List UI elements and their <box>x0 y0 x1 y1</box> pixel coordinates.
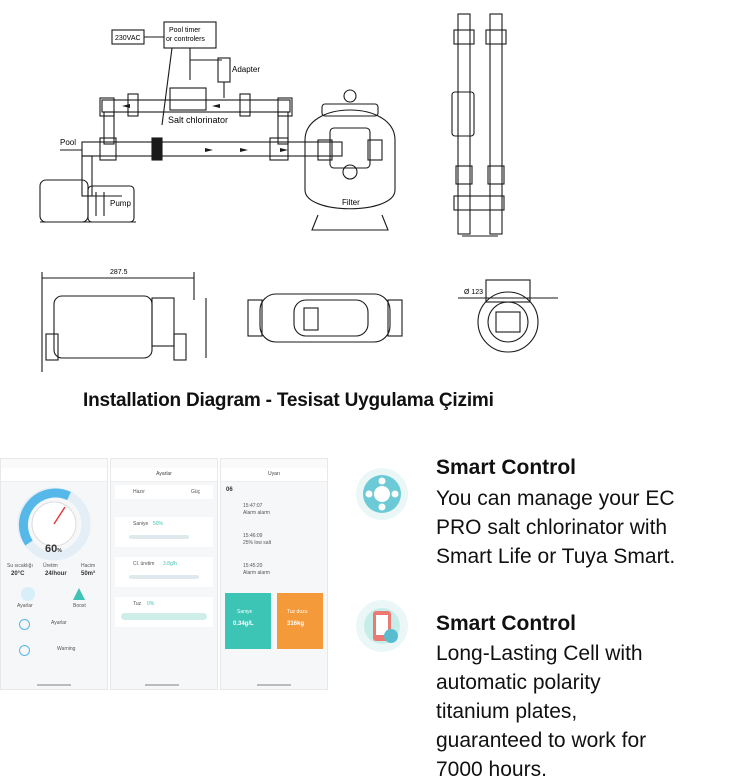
warning1-text: Alarm alarm <box>243 510 270 516</box>
flow-arrows <box>122 104 288 152</box>
salt-card: Saniye 0.34g/L <box>225 593 271 649</box>
pump <box>39 179 89 223</box>
app-screen-warnings: Uyarı 06 15:47:07 Alarm alarm 15:46:09 2… <box>220 458 328 690</box>
stat-temp: 20°C <box>11 571 25 577</box>
side-view-pipe <box>457 13 471 235</box>
phone-wifi-icon <box>356 600 408 652</box>
feature2-line: 7000 hours. <box>436 758 547 781</box>
screen3-header: 06 <box>226 487 233 493</box>
pool-timer-box <box>163 21 217 49</box>
dose-card: Tuz dozu 316kg <box>277 593 323 649</box>
settings-row-3[interactable]: Cl. üretim 3.8g/h <box>115 557 213 587</box>
feature1-title: Smart Control <box>436 456 577 479</box>
feature1-line: PRO salt chlorinator with <box>436 516 668 539</box>
timer-label-1: Pool timer <box>169 27 201 34</box>
warning1-time: 15:47:07 <box>243 503 263 509</box>
screen2-title: Ayarlar <box>111 468 217 482</box>
adapter-box <box>217 57 231 83</box>
app-screen-settings: Ayarlar Hazır Güç Saniye 50% Cl. üretim … <box>110 458 218 690</box>
row3-value: 3.8g/h <box>163 561 177 567</box>
feature2-line: automatic polarity <box>436 671 601 694</box>
row4-label: Tuz <box>133 601 142 607</box>
row4-value: 0% <box>147 601 155 607</box>
diagram-caption: Installation Diagram - Tesisat Uygulama … <box>83 390 494 411</box>
supply-label: 230VAC <box>115 35 141 42</box>
settings-item[interactable]: Ayarlar <box>51 620 67 626</box>
stat-label-prod: Üretim <box>43 563 58 569</box>
feature2-line: titanium plates, <box>436 700 578 723</box>
main-pipe <box>81 141 343 157</box>
bypass-pipe-top <box>101 99 291 113</box>
pool-label: Pool <box>60 138 76 147</box>
button2-label: Boost <box>73 603 86 609</box>
stat-label-temp: Su sıcaklığı <box>7 563 33 569</box>
warning3-time: 15:45:20 <box>243 563 263 569</box>
row2-label: Saniye <box>133 521 149 527</box>
dose-card-label: Tuz dozu <box>287 609 308 615</box>
filter-label: Filter <box>342 198 360 207</box>
stat-label-vol: Hacim <box>81 563 96 569</box>
stat-prod: 24/hour <box>45 571 67 577</box>
feature2-title: Smart Control <box>436 612 577 635</box>
home-indicator <box>257 684 291 686</box>
gear-icon <box>19 619 30 630</box>
salt-card-label: Saniye <box>237 609 253 615</box>
app-screen-home: 60% Su sıcaklığı Üretim Hacim 20°C 24/ho… <box>0 458 108 690</box>
cell-end-view <box>477 291 539 353</box>
salt-card-value: 0.34g/L <box>233 621 254 627</box>
gauge <box>17 487 91 561</box>
feature1-line: You can manage your EC <box>436 487 675 510</box>
home-indicator <box>145 684 179 686</box>
feature1-body: You can manage your EC PRO salt chlorina… <box>436 484 675 571</box>
warning3-text: Alarm alarm <box>243 570 270 576</box>
warning2-text: 25% low salt <box>243 540 272 546</box>
adapter-label: Adapter <box>232 65 260 74</box>
row3-label: Cl. üretim <box>133 561 155 567</box>
controller-icon <box>356 468 408 520</box>
cell-top-view <box>259 293 391 343</box>
row1-label: Hazır <box>133 489 145 495</box>
bell-icon <box>19 645 30 656</box>
button1-label: Ayarlar <box>17 603 33 609</box>
row1-value: Güç <box>191 489 201 495</box>
feature2-body: Long-Lasting Cell with automatic polarit… <box>436 639 646 784</box>
row2-value: 50% <box>153 521 164 527</box>
row2-slider[interactable] <box>129 535 189 539</box>
row3-slider[interactable] <box>129 575 199 579</box>
cell-side-view <box>53 295 153 359</box>
row4-slider[interactable] <box>121 613 207 620</box>
installation-diagram: 230VAC Pool timer or controlers Adapter … <box>39 13 558 372</box>
chlorinator-label: Salt chlorinator <box>168 115 228 125</box>
warning2-time: 15:46:09 <box>243 533 263 539</box>
feature2-line: guaranteed to work for <box>436 729 647 752</box>
length-dimension: 287.5 <box>110 269 128 276</box>
feature2-line: Long-Lasting Cell with <box>436 642 643 665</box>
stat-vol: 50m³ <box>81 571 96 577</box>
app-screenshots: 60% Su sıcaklığı Üretim Hacim 20°C 24/ho… <box>0 458 330 690</box>
boost-icon[interactable] <box>73 587 85 600</box>
settings-round-button[interactable] <box>21 587 35 601</box>
timer-label-2: or controlers <box>166 36 205 43</box>
gauge-value: 60% <box>45 543 62 555</box>
warning-item[interactable]: Warning <box>57 646 76 652</box>
dose-card-value: 316kg <box>287 621 305 627</box>
settings-row-1[interactable]: Hazır Güç <box>115 485 213 499</box>
pump-label: Pump <box>110 199 131 208</box>
settings-row-4[interactable]: Tuz 0% <box>115 597 213 627</box>
sand-filter <box>304 109 396 210</box>
settings-row-2[interactable]: Saniye 50% <box>115 517 213 547</box>
screen3-title: Uyarı <box>221 468 327 482</box>
home-indicator <box>37 684 71 686</box>
feature1-line: Smart Life or Tuya Smart. <box>436 545 676 568</box>
diameter-dimension: Ø 123 <box>464 289 483 296</box>
